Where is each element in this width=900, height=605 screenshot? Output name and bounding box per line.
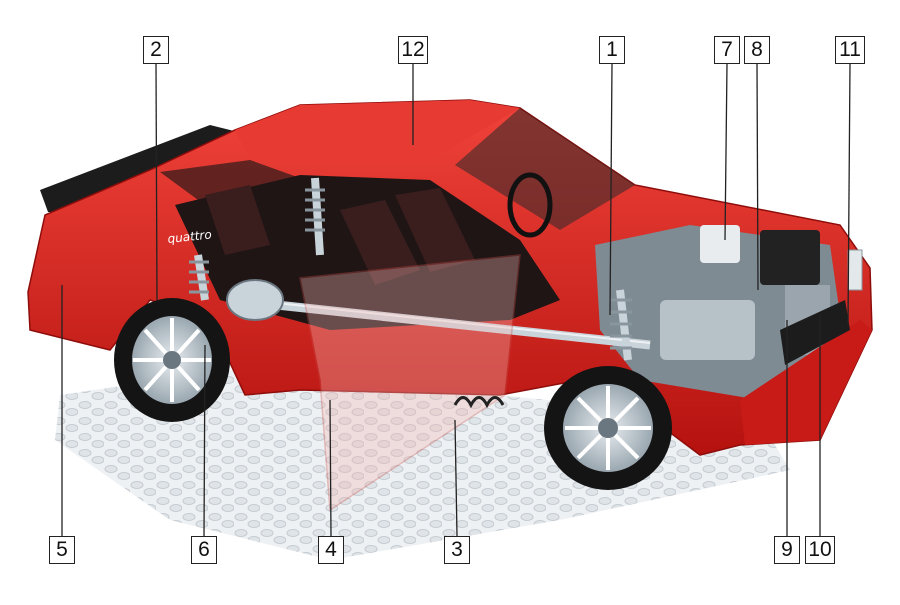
rear-spoiler bbox=[40, 125, 238, 215]
front-bumper bbox=[740, 320, 872, 445]
callout-6: 6 bbox=[191, 536, 217, 564]
rear-wheel bbox=[114, 298, 230, 422]
leader-line-1 bbox=[609, 63, 613, 316]
leader-line-11 bbox=[847, 63, 851, 326]
leader-line-2 bbox=[155, 63, 158, 301]
rear-seat bbox=[205, 185, 270, 255]
drive-shaft-highlight bbox=[229, 297, 651, 344]
rear-differential bbox=[226, 279, 284, 321]
door-outline bbox=[299, 254, 521, 512]
front-strut bbox=[610, 289, 632, 361]
brake-reservoir bbox=[700, 225, 740, 263]
leader-line-7 bbox=[724, 63, 728, 241]
rear-spring bbox=[189, 254, 209, 301]
callout-4: 4 bbox=[318, 536, 344, 564]
exhaust-pipe bbox=[453, 396, 505, 409]
callout-2: 2 bbox=[143, 36, 169, 64]
leader-line-6 bbox=[203, 344, 206, 537]
callout-9: 9 bbox=[774, 536, 800, 564]
leader-line-3 bbox=[454, 419, 458, 537]
quattro-badge: quattro bbox=[167, 227, 212, 246]
windshield bbox=[455, 108, 635, 230]
callout-12: 12 bbox=[398, 36, 428, 64]
drive-shaft bbox=[229, 295, 651, 350]
callout-7: 7 bbox=[714, 36, 740, 64]
rear-strut bbox=[305, 177, 325, 256]
rear-side-window bbox=[160, 160, 300, 205]
callout-10: 10 bbox=[805, 536, 835, 564]
leader-lines bbox=[61, 63, 851, 537]
callout-11: 11 bbox=[835, 36, 865, 64]
callout-3: 3 bbox=[444, 536, 470, 564]
grille bbox=[780, 300, 850, 365]
air-filter-box bbox=[760, 230, 820, 285]
callout-5: 5 bbox=[49, 536, 75, 564]
callout-1: 1 bbox=[599, 36, 625, 64]
leader-line-4 bbox=[329, 399, 332, 537]
callout-8: 8 bbox=[744, 36, 770, 64]
roof bbox=[235, 100, 520, 160]
front-wheel bbox=[544, 366, 672, 490]
headlight bbox=[847, 249, 863, 291]
engine-block bbox=[660, 300, 755, 360]
front-seat bbox=[340, 200, 420, 285]
leader-line-8 bbox=[756, 63, 759, 291]
steering-wheel bbox=[507, 172, 553, 238]
front-seat-2 bbox=[395, 188, 475, 272]
